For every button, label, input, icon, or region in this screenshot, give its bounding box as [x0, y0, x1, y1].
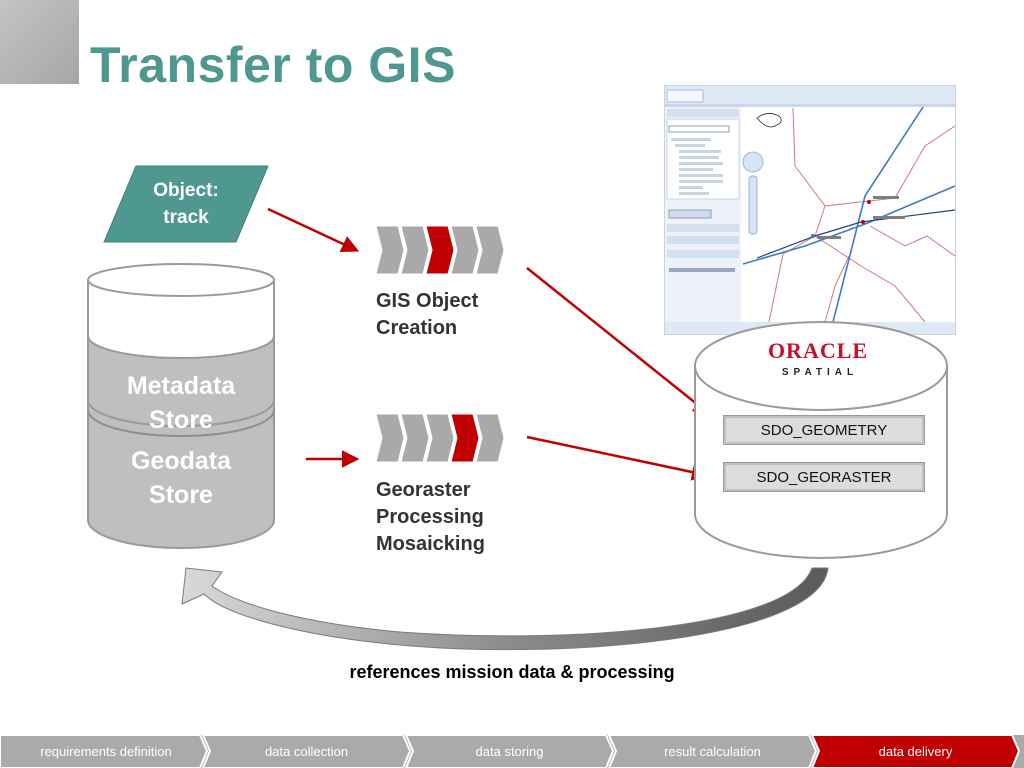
metadata-geodata-store [87, 263, 275, 549]
step-requirements-definition: requirements definition [40, 744, 172, 759]
arrow-gis-to-oracle [526, 267, 711, 416]
step-result-calculation: result calculation [664, 744, 761, 759]
oracle-brand-text: ORACLE [767, 338, 869, 363]
corner-decoration [0, 0, 79, 84]
footer-step-shapes [0, 735, 1021, 768]
gis-object-process-icon [376, 225, 505, 275]
oracle-spatial-logo: ORACLE SPATIAL [762, 338, 874, 379]
sdo-geometry-label: SDO_GEOMETRY [726, 418, 922, 442]
step-data-delivery: data delivery [878, 744, 953, 759]
georaster-processing-label: Georaster Processing Mosaicking [376, 479, 485, 555]
reference-return-arrow [181, 567, 829, 651]
step-data-collection: data collection [264, 744, 349, 759]
metadata-store-label: Metadata Store [126, 372, 236, 434]
reference-caption: references mission data & processing [349, 662, 675, 682]
sdo-georaster-box: SDO_GEORASTER [723, 462, 925, 492]
gis-object-creation-label: GIS Object Creation [376, 290, 479, 339]
step-data-storing: data storing [475, 744, 544, 759]
arrow-object-to-gis [267, 207, 360, 253]
gis-map-screenshot [664, 85, 956, 335]
geodata-store-label: Geodata Store [130, 447, 232, 509]
object-track-shape [103, 165, 269, 243]
georaster-process-icon [376, 413, 505, 463]
sdo-geometry-box: SDO_GEOMETRY [723, 415, 925, 445]
oracle-spatial-store [694, 321, 948, 559]
slide-title: Transfer to GIS [90, 37, 456, 93]
object-track-label: Object: track [153, 180, 219, 228]
oracle-spatial-text: SPATIAL [781, 367, 859, 378]
arrow-georaster-to-oracle [526, 435, 710, 481]
sdo-georaster-label: SDO_GEORASTER [726, 465, 922, 489]
